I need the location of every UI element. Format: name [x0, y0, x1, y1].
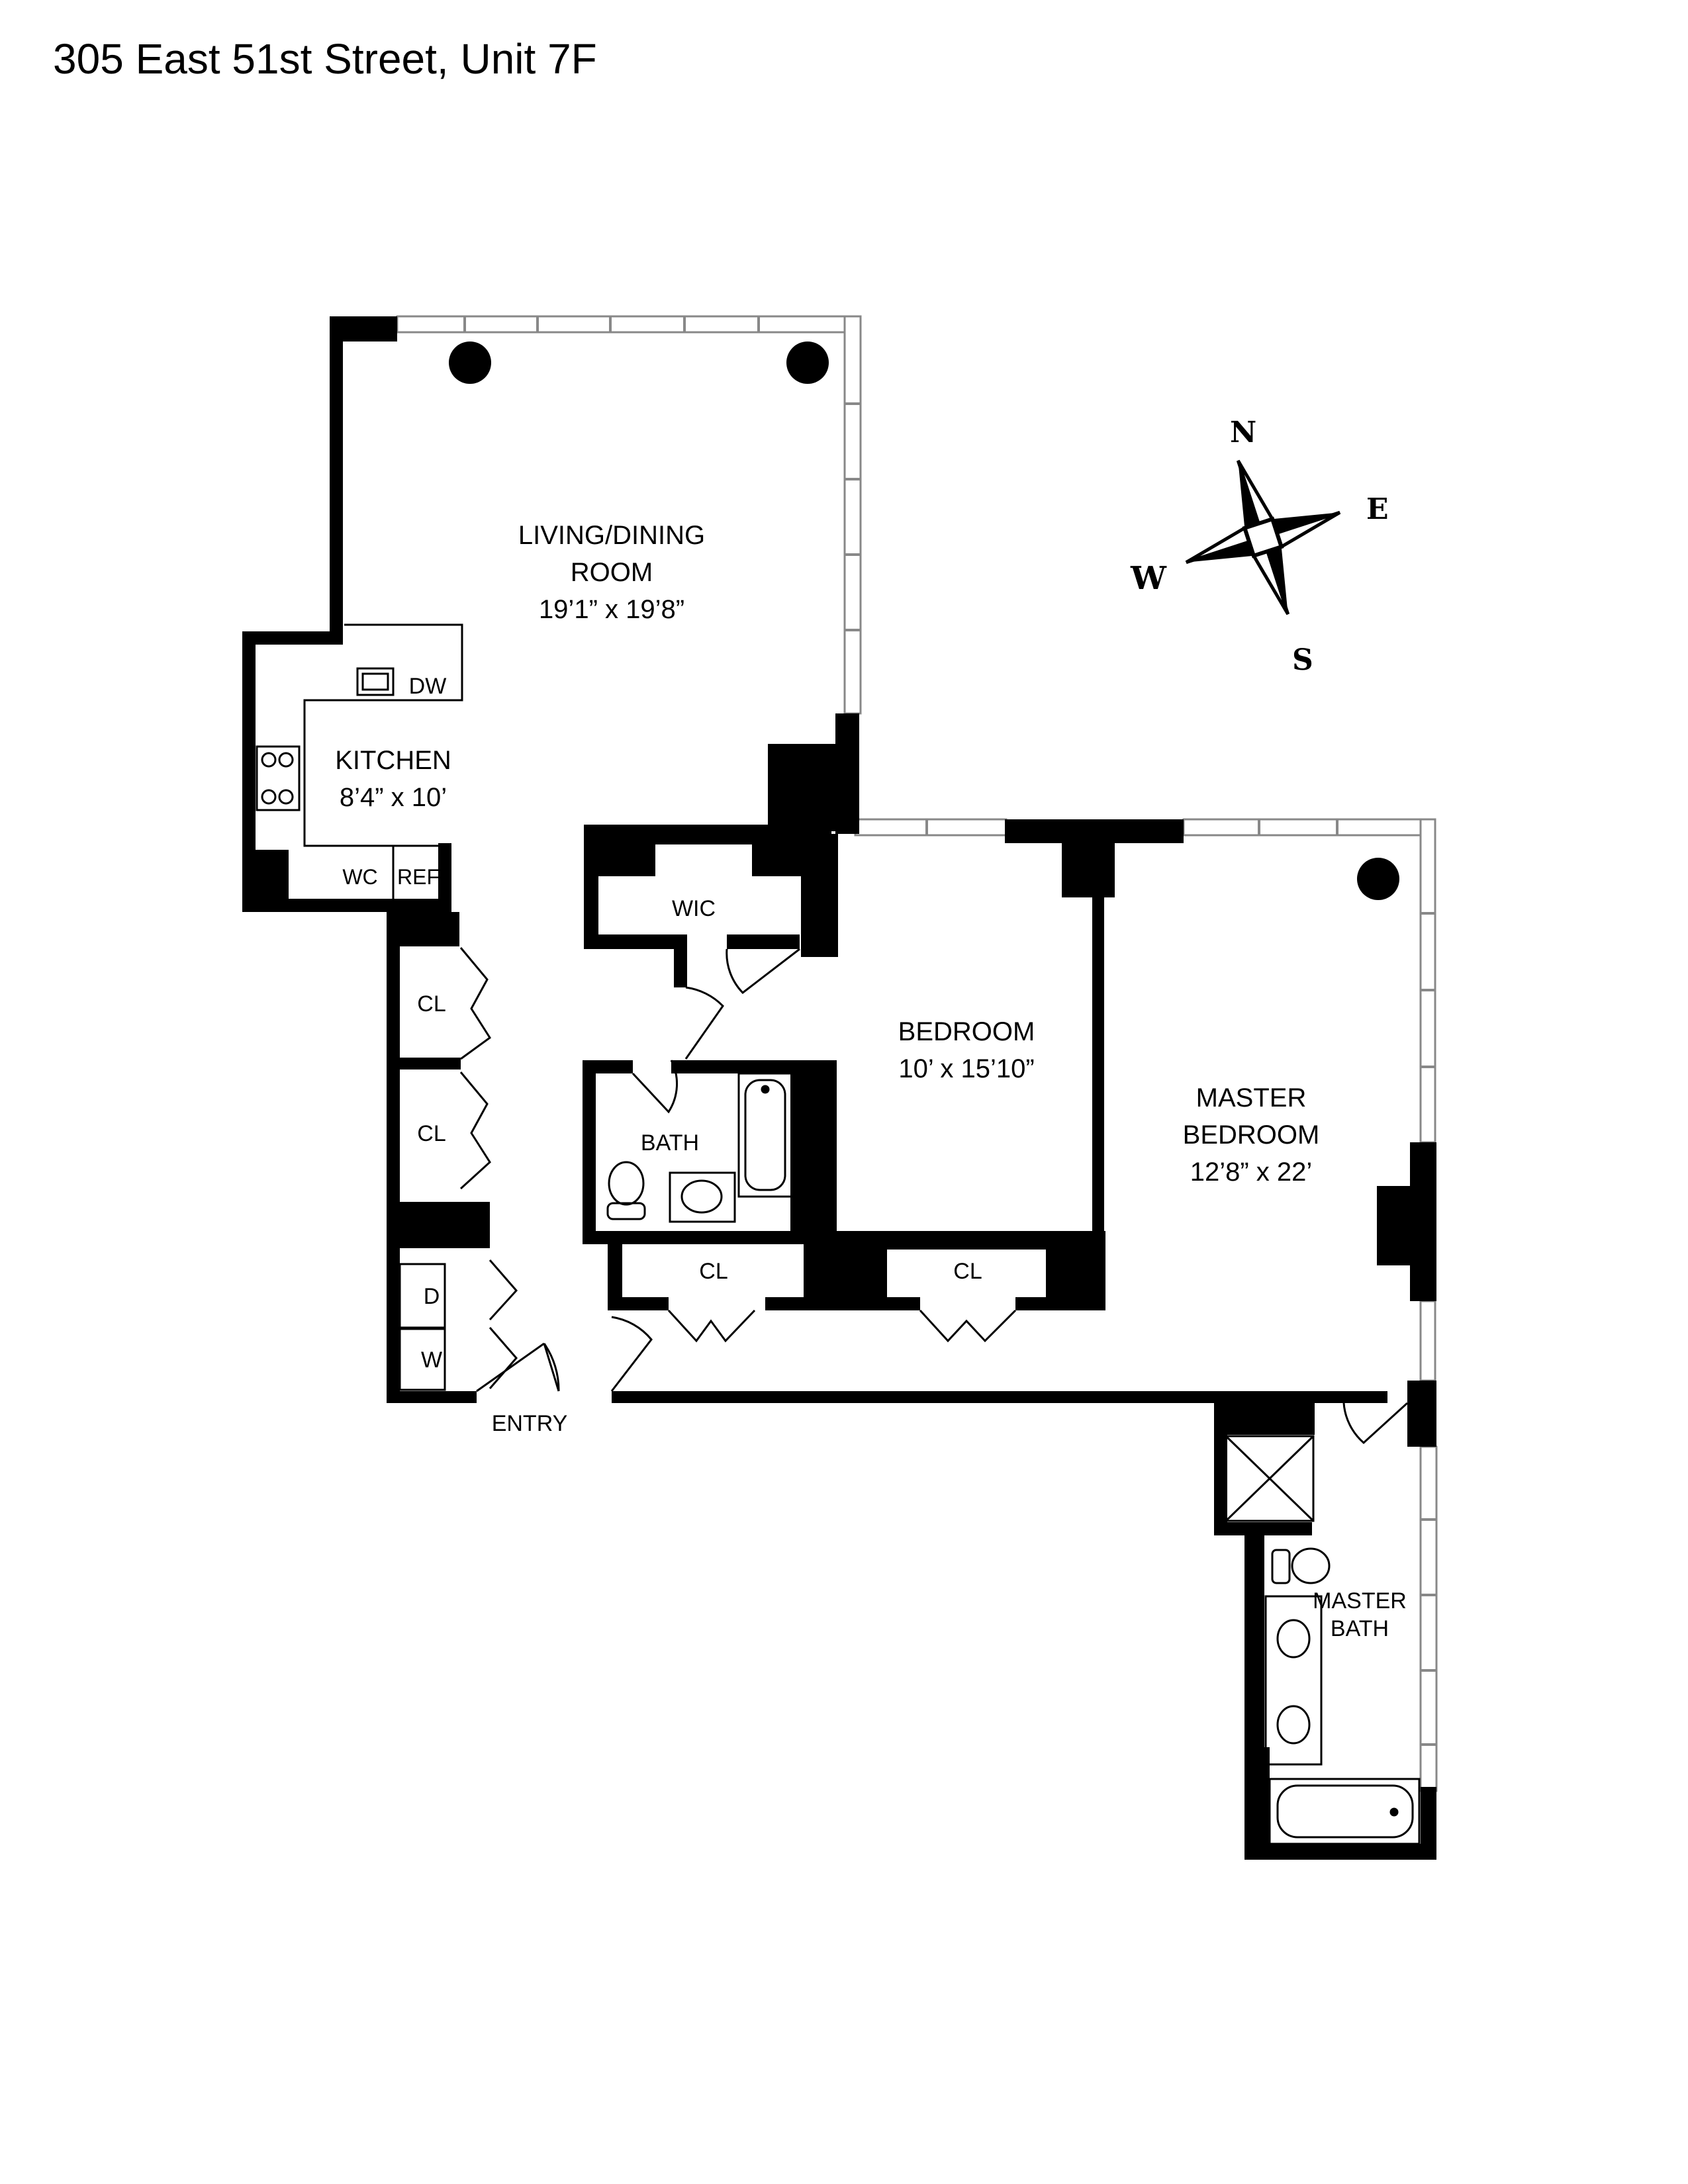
compass-rose [1185, 459, 1341, 615]
doors [459, 947, 1409, 1445]
master-bathtub [1268, 1778, 1421, 1845]
wc-label: WC [342, 865, 377, 889]
washer-label: W [421, 1347, 442, 1373]
bath-name: BATH [641, 1130, 699, 1156]
closet-label-1: CL [417, 991, 445, 1017]
kitchen-fixtures [256, 623, 463, 899]
window-mullions [463, 316, 1436, 1746]
compass-north: N [1230, 416, 1256, 449]
dryer [399, 1263, 446, 1329]
columns [449, 341, 1399, 900]
bath-fixtures [606, 1072, 793, 1223]
washer [399, 1328, 446, 1391]
living-room-name-line2: ROOM [571, 558, 653, 587]
bedroom-name: BEDROOM [898, 1017, 1035, 1046]
column-master [1357, 858, 1399, 900]
closet-label-4: CL [953, 1259, 982, 1284]
master-bedroom-name-line2: BEDROOM [1183, 1120, 1320, 1150]
kitchen-name: KITCHEN [335, 746, 451, 775]
compass-east: E [1366, 492, 1389, 526]
master-bath-fixtures [1225, 1435, 1421, 1845]
master-bath-name-line1: MASTER [1313, 1588, 1407, 1614]
master-bedroom-name-line1: MASTER [1196, 1083, 1307, 1113]
entry-door [476, 1342, 560, 1392]
kitchen-size: 8’4” x 10’ [340, 783, 447, 812]
walls [242, 316, 1436, 1860]
closet-label-3: CL [699, 1259, 727, 1284]
master-toilet [1291, 1547, 1331, 1584]
living-room-name-line1: LIVING/DINING [518, 521, 705, 550]
master-vanity [1264, 1595, 1323, 1766]
stove [256, 745, 301, 811]
compass-south: S [1292, 643, 1313, 677]
entry-label: ENTRY [492, 1411, 568, 1436]
column-living-east [786, 341, 829, 384]
dryer-label: D [424, 1284, 440, 1309]
master-bath-name-line2: BATH [1331, 1616, 1389, 1641]
bath-vanity [669, 1171, 736, 1223]
ref-label: REF [397, 865, 440, 889]
kitchen-sink [356, 667, 395, 696]
living-room-size: 19’1” x 19’8” [539, 595, 684, 624]
toilet [608, 1161, 645, 1206]
compass-west: W [1130, 560, 1167, 597]
master-bedroom-size: 12’8” x 22’ [1190, 1158, 1313, 1187]
plan-title: 305 East 51st Street, Unit 7F [53, 35, 597, 83]
column-living-west [449, 341, 491, 384]
bathtub [737, 1072, 793, 1198]
bedroom-size: 10’ x 15’10” [898, 1054, 1034, 1083]
laundry [399, 1263, 446, 1391]
windows [396, 315, 1438, 1792]
shower [1225, 1435, 1315, 1522]
dishwasher-label: DW [409, 674, 447, 699]
closet-label-2: CL [417, 1121, 445, 1146]
wic-name: WIC [672, 896, 716, 921]
